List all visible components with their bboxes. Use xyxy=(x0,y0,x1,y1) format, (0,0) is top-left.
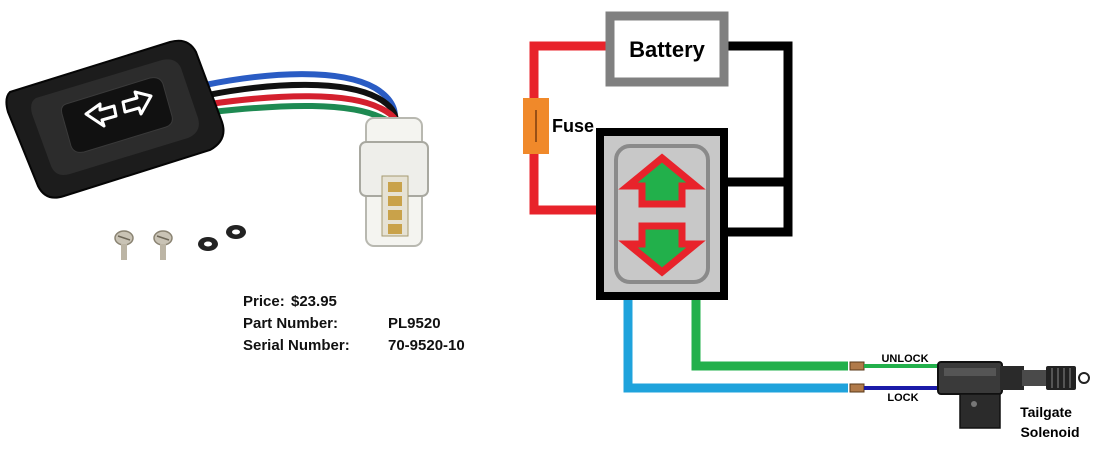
battery-label: Battery xyxy=(629,37,706,62)
right-arrow-icon xyxy=(121,90,153,116)
fuse-label: Fuse xyxy=(552,116,594,136)
down-arrow-icon xyxy=(618,222,706,277)
battery: Battery xyxy=(605,11,729,87)
lock-wire-connector xyxy=(849,383,865,393)
tailgate-solenoid xyxy=(937,361,1090,429)
unlock-label: UNLOCK xyxy=(881,353,928,365)
unlock-wire-connector xyxy=(849,361,865,371)
fuse: Fuse xyxy=(523,98,594,154)
black-ground-wire xyxy=(722,41,793,237)
serial-number-value: 70-9520-10 xyxy=(388,337,465,354)
solenoid-label-line2: Solenoid xyxy=(1020,424,1079,440)
mounting-screws xyxy=(114,225,246,260)
product-info: Price: $23.95 Part Number: PL9520 Serial… xyxy=(243,291,503,361)
part-number-value: PL9520 xyxy=(388,315,441,332)
white-connector xyxy=(359,117,429,247)
blue-lock-wire xyxy=(623,296,848,393)
switch-product-photo xyxy=(5,39,429,260)
serial-number-label: Serial Number: xyxy=(243,337,350,354)
left-arrow-icon xyxy=(84,102,118,128)
rocker-switch-icon xyxy=(5,39,225,199)
up-arrow-icon xyxy=(618,153,706,208)
screw xyxy=(114,230,134,260)
solenoid-label-line1: Tailgate xyxy=(1020,404,1072,420)
price-label: Price: xyxy=(243,293,285,310)
rocker-switch xyxy=(596,128,728,300)
price-value: $23.95 xyxy=(291,293,337,310)
green-unlock-wire xyxy=(691,296,848,371)
part-number-label: Part Number: xyxy=(243,315,339,332)
screw xyxy=(153,230,173,260)
lock-label: LOCK xyxy=(887,392,918,404)
